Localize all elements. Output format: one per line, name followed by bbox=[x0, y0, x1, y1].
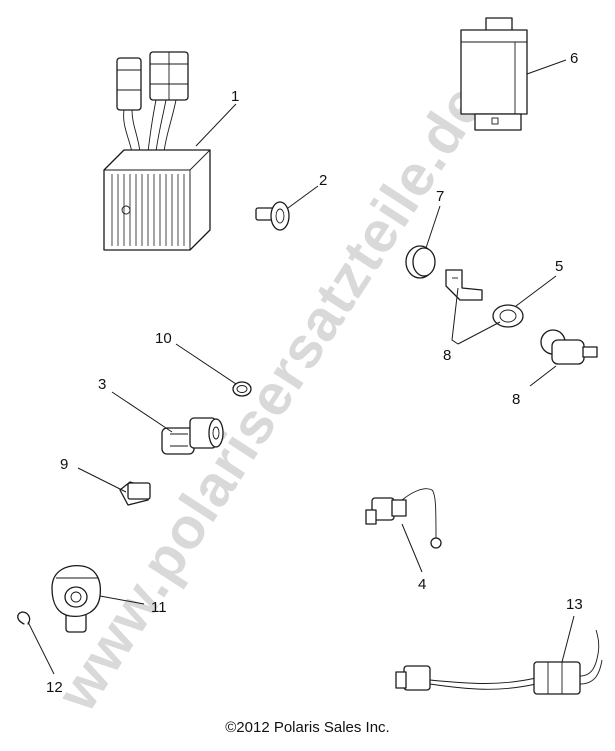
part-8-switch bbox=[540, 329, 598, 365]
callout-1: 1 bbox=[231, 88, 239, 105]
copyright-notice: ©2012 Polaris Sales Inc. bbox=[225, 719, 390, 736]
callout-3: 3 bbox=[98, 376, 106, 393]
part-6-relay bbox=[460, 17, 528, 131]
connector-left bbox=[116, 57, 142, 111]
part-1-voltage-regulator bbox=[103, 51, 211, 251]
callout-8-key: 8 bbox=[443, 347, 451, 364]
part-12-clip bbox=[17, 611, 31, 625]
callout-8-switch: 8 bbox=[512, 391, 520, 408]
heat-sink-fins bbox=[111, 174, 191, 246]
part-13-harness bbox=[395, 629, 603, 695]
callout-6: 6 bbox=[570, 50, 578, 67]
part-2-bolt bbox=[255, 201, 290, 231]
part-11-knock-sensor bbox=[51, 564, 102, 633]
callout-7: 7 bbox=[436, 188, 444, 205]
part-7-cap bbox=[405, 245, 436, 279]
part-8-key bbox=[445, 269, 483, 301]
callout-11: 11 bbox=[151, 599, 167, 616]
part-3-sensor bbox=[161, 417, 224, 455]
part-4-temp-sensor bbox=[365, 488, 442, 549]
callout-2: 2 bbox=[319, 172, 327, 189]
callout-5: 5 bbox=[555, 258, 563, 275]
callout-13: 13 bbox=[566, 596, 583, 613]
callout-10: 10 bbox=[155, 330, 172, 347]
regulator-body bbox=[103, 149, 211, 251]
callout-12: 12 bbox=[46, 679, 63, 696]
part-10-o-ring bbox=[232, 381, 252, 397]
callout-4: 4 bbox=[418, 576, 426, 593]
relay-body bbox=[460, 29, 528, 115]
leader-lines bbox=[27, 59, 575, 675]
part-9-bolt bbox=[119, 481, 151, 506]
callouts: 1 2 3 4 5 6 7 8 8 9 10 11 12 13 bbox=[46, 50, 583, 696]
callout-9: 9 bbox=[60, 456, 68, 473]
part-5-grommet bbox=[492, 304, 524, 328]
